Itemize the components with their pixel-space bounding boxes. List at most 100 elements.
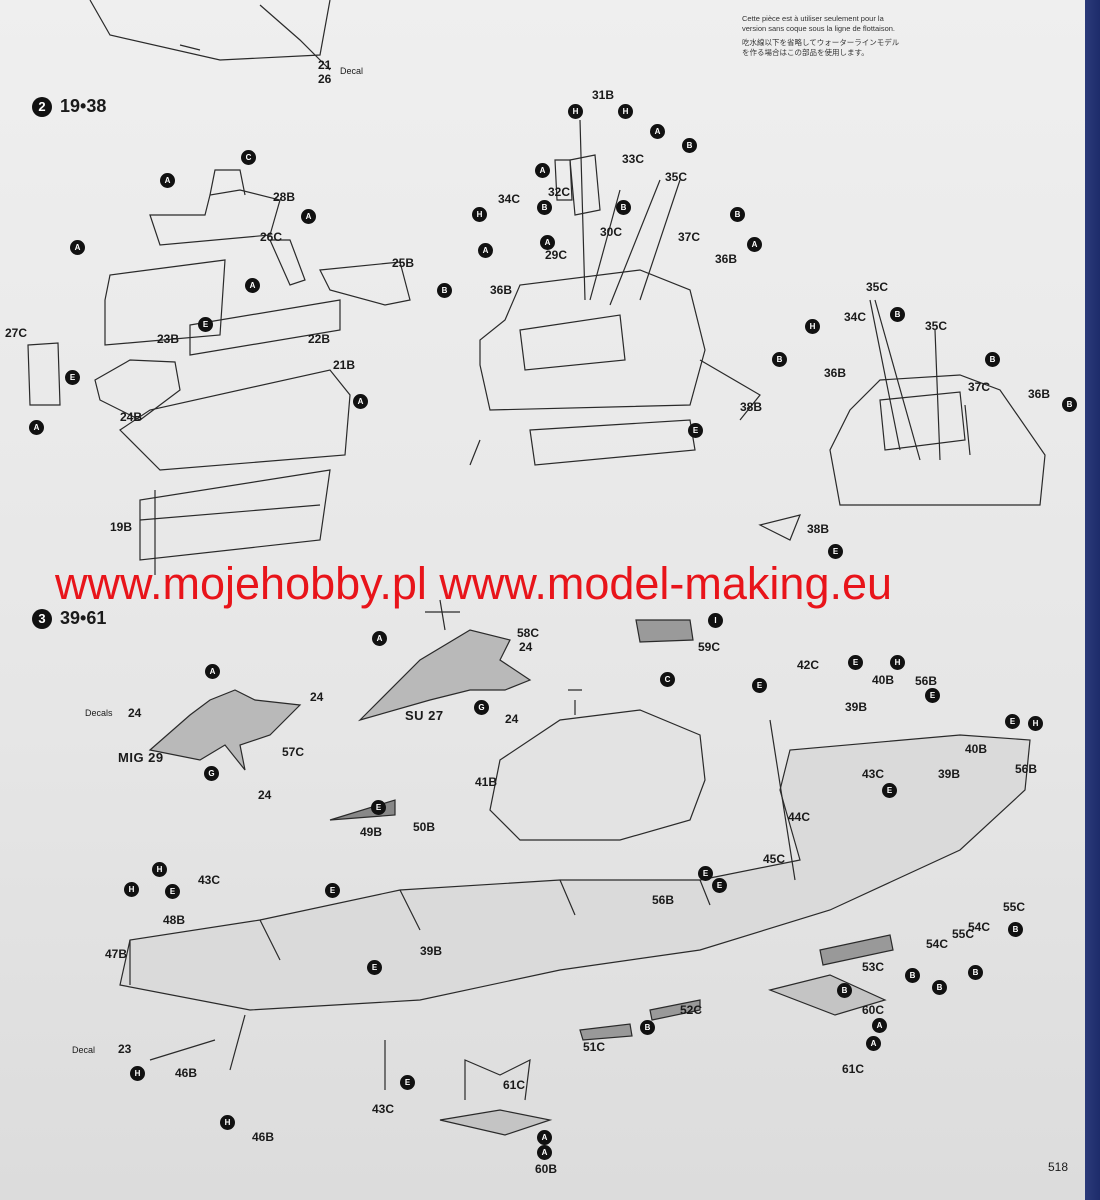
sprue-bubble: B: [616, 200, 631, 215]
top-part-number-26: 26: [318, 72, 332, 86]
step2-island-exploded: [27, 169, 411, 575]
sprue-bubble: G: [474, 700, 489, 715]
sprue-bubble: B: [640, 1020, 655, 1035]
sprue-bubble: A: [353, 394, 368, 409]
sprue-bubble: H: [1028, 716, 1043, 731]
lift-60c: [768, 974, 887, 1016]
step2-island-right: [758, 299, 1046, 541]
part-label: 43C: [198, 873, 221, 887]
sprue-bubble: E: [752, 678, 767, 693]
part-label: 60C: [862, 1003, 885, 1017]
part-label: 48B: [163, 913, 186, 927]
step-3-number: 3: [32, 608, 52, 629]
part-label: 40B: [965, 742, 988, 756]
sprue-bubble: A: [478, 243, 493, 258]
part-label: 39B: [938, 767, 961, 781]
sprue-bubble: A: [650, 124, 665, 139]
step2-island-assembled: [469, 119, 761, 466]
sprue-bubble: B: [1008, 922, 1023, 937]
part-label: 54C: [968, 920, 991, 934]
part-label: 23B: [157, 332, 180, 346]
part-label: 57C: [282, 745, 305, 759]
mig29-caption: MIG 29: [118, 750, 164, 765]
sprue-bubble: A: [301, 209, 316, 224]
part-label: 43C: [372, 1102, 395, 1116]
step-2-range: 19•38: [60, 96, 107, 116]
part-label: 30C: [600, 225, 623, 239]
sprue-bubble: B: [905, 968, 920, 983]
part-label: 61C: [842, 1062, 865, 1076]
part-label: 55C: [952, 927, 975, 941]
sprue-bubble: A: [535, 163, 550, 178]
sprue-bubble: H: [152, 862, 167, 877]
top-part-number-21: 21: [318, 58, 332, 72]
sprue-bubble: A: [70, 240, 85, 255]
part-label: 24: [258, 788, 272, 802]
part-label: 49B: [360, 825, 383, 839]
part-label: 36B: [1028, 387, 1051, 401]
part-label: 38B: [740, 400, 763, 414]
sprue-bubble: B: [837, 983, 852, 998]
sprue-bubble: E: [828, 544, 843, 559]
sprue-bubble: A: [29, 420, 44, 435]
part-label: 56B: [915, 674, 938, 688]
sprue-bubble: E: [198, 317, 213, 332]
sprue-bubble: H: [130, 1066, 145, 1081]
part-label: 37C: [678, 230, 701, 244]
sprue-bubble: A: [540, 235, 555, 250]
part-label: 36B: [490, 283, 513, 297]
step-2-number: 2: [32, 96, 52, 117]
sprue-bubble: A: [245, 278, 260, 293]
part-label: 27C: [5, 326, 28, 340]
sprue-bubble: H: [568, 104, 583, 119]
part-label: 35C: [665, 170, 688, 184]
sprue-bubble: E: [1005, 714, 1020, 729]
sprue-bubble: B: [890, 307, 905, 322]
sprue-bubble: E: [65, 370, 80, 385]
decals-label: Decals: [85, 708, 113, 718]
sprue-bubble: A: [537, 1145, 552, 1160]
sprue-bubble: H: [220, 1115, 235, 1130]
part-label: 43C: [862, 767, 885, 781]
sprue-bubble: H: [890, 655, 905, 670]
step-3-range: 39•61: [60, 608, 107, 628]
sprue-bubble: E: [848, 655, 863, 670]
sprue-bubble: A: [372, 631, 387, 646]
sprue-bubble: E: [688, 423, 703, 438]
part-label: 37C: [968, 380, 991, 394]
top-decal-label: Decal: [340, 66, 364, 76]
sprue-bubble: B: [968, 965, 983, 980]
part-label: 60B: [535, 1162, 558, 1176]
sprue-bubble: E: [925, 688, 940, 703]
part-label: 21B: [333, 358, 356, 372]
part-label: 56B: [652, 893, 675, 907]
sprue-bubble: B: [437, 283, 452, 298]
part-label: 54C: [926, 937, 949, 951]
sprue-bubble: H: [805, 319, 820, 334]
sprue-bubble: B: [537, 200, 552, 215]
sprue-bubble: B: [682, 138, 697, 153]
step3-decal-label: Decal: [72, 1045, 96, 1055]
part-label: 28B: [273, 190, 296, 204]
part-label: 23: [118, 1042, 132, 1056]
sprue-bubble: G: [204, 766, 219, 781]
part-label: 35C: [866, 280, 889, 294]
part-label: 36B: [824, 366, 847, 380]
part-label: 40B: [872, 673, 895, 687]
sprue-bubble: B: [730, 207, 745, 222]
part-label: 41B: [475, 775, 498, 789]
part-label: 46B: [252, 1130, 275, 1144]
sprue-bubble: B: [985, 352, 1000, 367]
lift-61c: [439, 1109, 553, 1136]
sprue-bubble: A: [205, 664, 220, 679]
sprue-bubble: E: [712, 878, 727, 893]
mig29-outline: [148, 689, 302, 771]
part-label: 36B: [715, 252, 738, 266]
part-label: 24: [519, 640, 533, 654]
sprue-bubble: E: [698, 866, 713, 881]
part-label: 26C: [260, 230, 283, 244]
su27-caption: SU 27: [405, 708, 444, 723]
part-label: 55C: [1003, 900, 1026, 914]
sprue-bubble: A: [872, 1018, 887, 1033]
